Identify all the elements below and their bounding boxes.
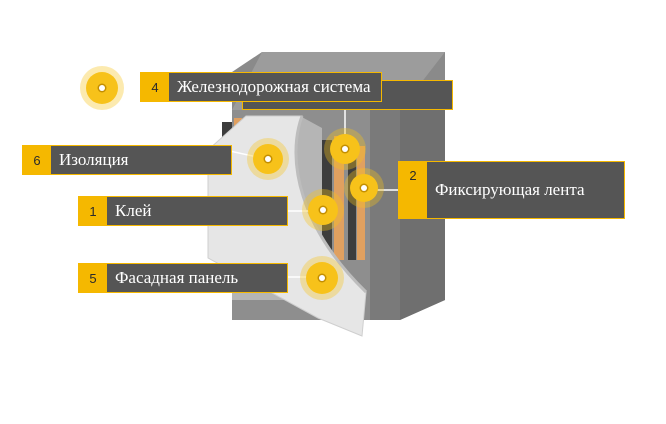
hotspot-rail[interactable] — [330, 134, 360, 164]
callout-5[interactable]: 5 Фасадная панель — [78, 263, 288, 293]
callout-2-label: Фиксирующая лента — [435, 180, 585, 199]
callout-5-number: 5 — [79, 264, 107, 292]
hotspot-5[interactable] — [306, 262, 338, 294]
hotspot-2[interactable] — [350, 174, 378, 202]
callout-5-label: Фасадная панель — [115, 268, 239, 287]
callout-4[interactable]: 4 Железнодорожная система — [140, 72, 382, 102]
callout-2[interactable]: 2 Фиксирующая лента — [398, 161, 625, 219]
callout-4-number: 4 — [141, 73, 169, 101]
hotspot-6[interactable] — [253, 144, 283, 174]
callout-6[interactable]: 6 Изоляция — [22, 145, 232, 175]
callout-2-number: 2 — [399, 162, 427, 218]
hotspot-1[interactable] — [308, 195, 338, 225]
hotspot-4[interactable] — [86, 72, 118, 104]
callout-4-label: Железнодорожная система — [177, 77, 371, 96]
callout-1[interactable]: 1 Клей — [78, 196, 288, 226]
callout-6-number: 6 — [23, 146, 51, 174]
callout-1-label: Клей — [115, 201, 152, 220]
callout-1-number: 1 — [79, 197, 107, 225]
callout-6-label: Изоляция — [59, 150, 129, 169]
